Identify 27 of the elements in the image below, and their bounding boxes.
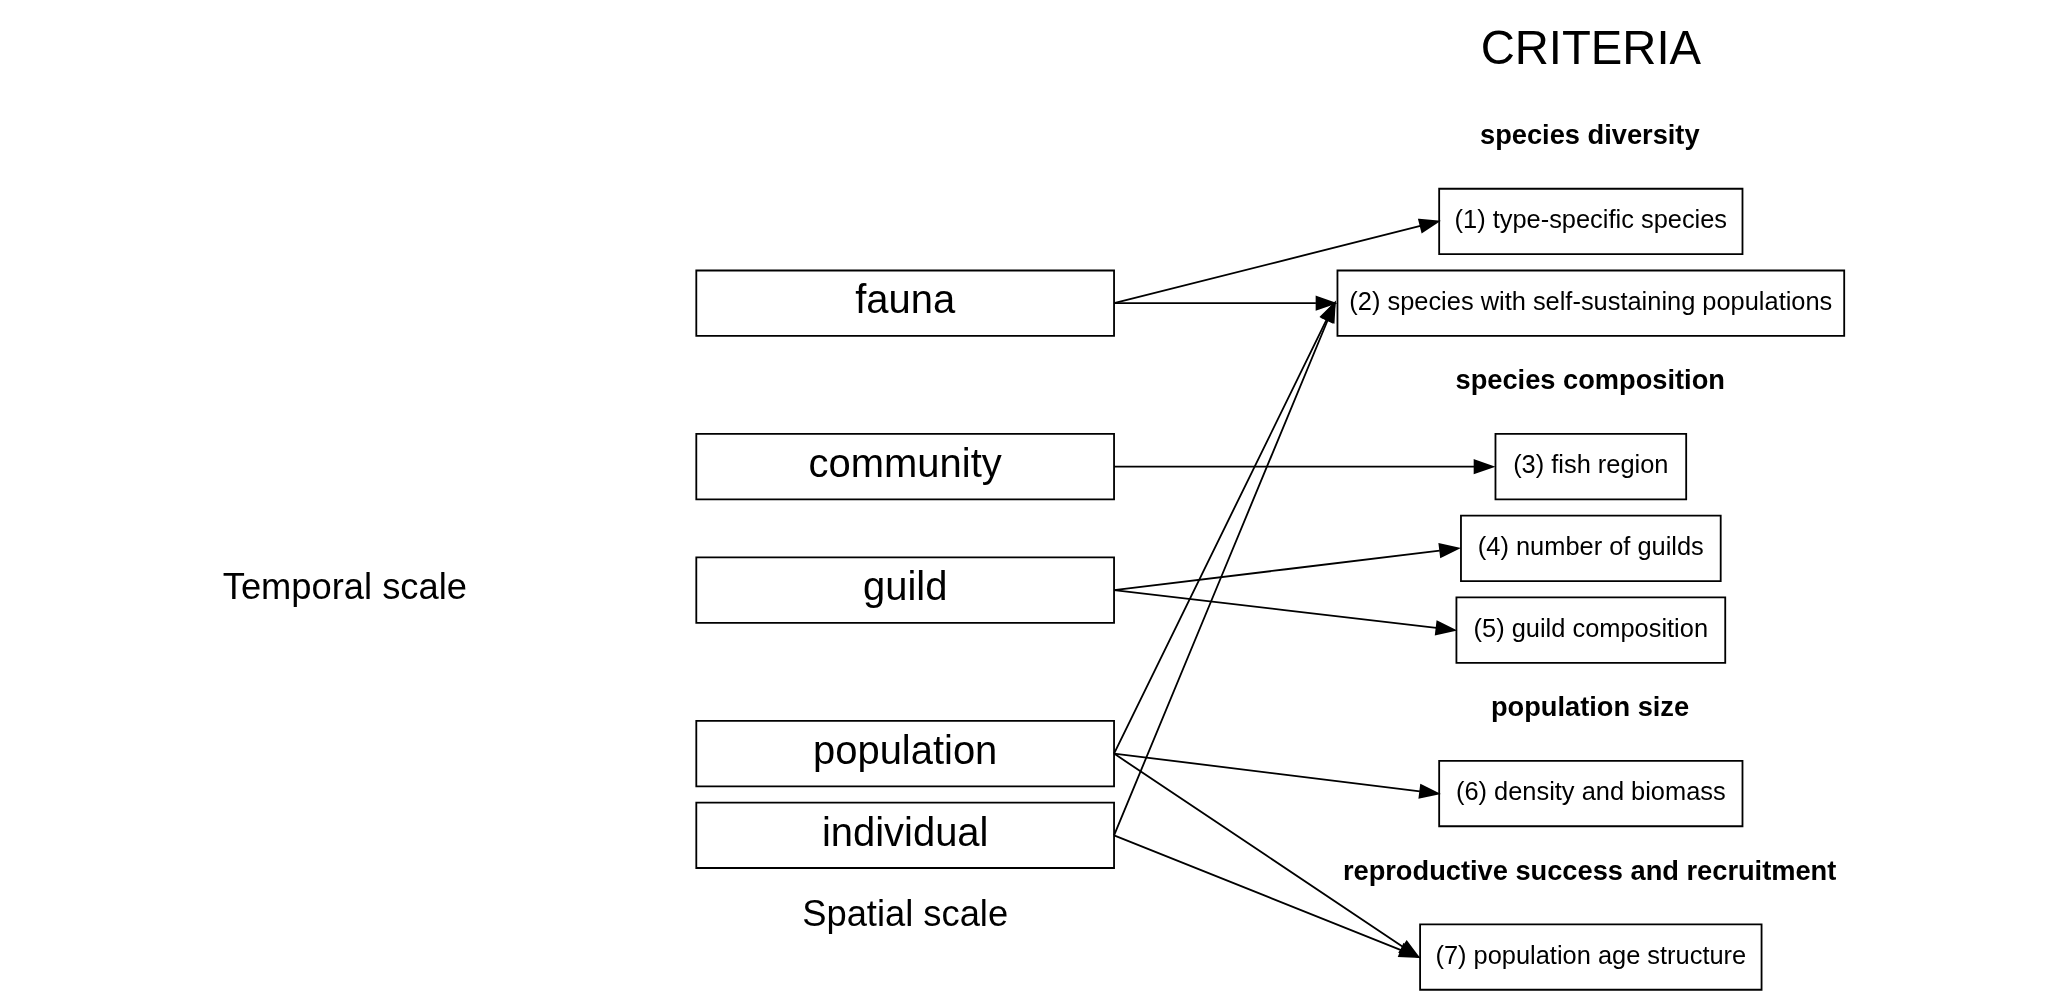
label: reproductive success and recruitment	[1342, 854, 1836, 886]
node-box: population	[694, 720, 1115, 788]
node-box: (3) fish region	[1494, 433, 1687, 501]
node-box: community	[694, 433, 1115, 501]
arrow	[1112, 752, 1421, 959]
label: Spatial scale	[801, 893, 1008, 935]
arrow	[1112, 300, 1336, 755]
arrow	[1112, 589, 1457, 636]
label: species composition	[1455, 364, 1725, 396]
node-box: (6) density and biomass	[1437, 759, 1743, 828]
arrow	[1112, 300, 1336, 837]
node-box: (4) number of guilds	[1459, 514, 1722, 582]
label: species diversity	[1479, 119, 1700, 151]
node-box: fauna	[694, 269, 1115, 337]
node-box: (2) species with self-sustaining populations	[1336, 269, 1845, 337]
label: CRITERIA	[1480, 20, 1701, 74]
node-box: individual	[694, 801, 1115, 869]
arrow	[1112, 295, 1337, 311]
label: Temporal scale	[222, 566, 467, 608]
node-box: (7) population age structure	[1418, 923, 1762, 991]
label: population size	[1490, 691, 1689, 723]
arrow	[1112, 218, 1441, 305]
arrow	[1112, 459, 1495, 475]
node-box: (1) type-specific species	[1437, 187, 1743, 256]
node-box: guild	[694, 556, 1115, 624]
node-box: (5) guild composition	[1455, 596, 1726, 664]
arrow	[1112, 834, 1421, 959]
